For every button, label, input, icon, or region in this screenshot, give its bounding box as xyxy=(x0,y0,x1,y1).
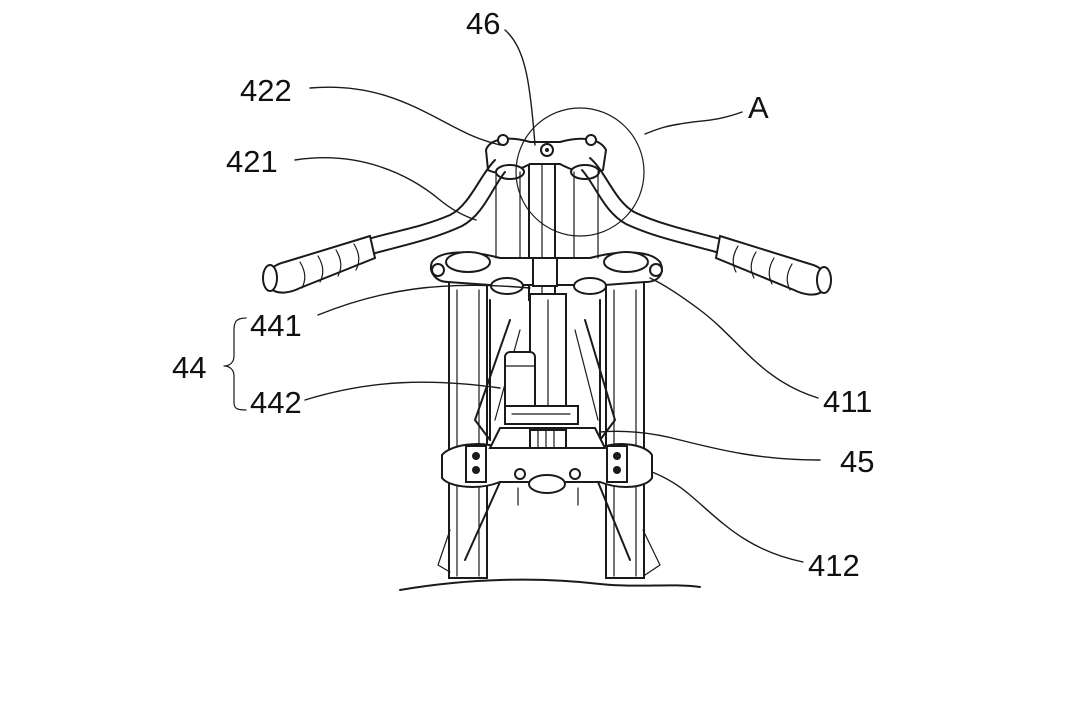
leader-441 xyxy=(317,284,531,316)
label-442: 442 xyxy=(250,385,302,420)
detail-circle-a xyxy=(515,107,645,237)
label-a: A xyxy=(748,90,769,125)
inner-struts xyxy=(474,299,616,441)
coupling-45 xyxy=(488,427,607,449)
label-412: 412 xyxy=(808,548,860,583)
lower-triple-clamp xyxy=(441,443,653,494)
leader-421 xyxy=(294,157,477,221)
left-handlebar xyxy=(262,159,506,294)
upper-triple-clamp xyxy=(430,251,663,295)
label-421: 421 xyxy=(226,144,278,179)
label-411: 411 xyxy=(823,384,872,419)
motor-442 xyxy=(504,351,579,425)
leader-442 xyxy=(304,381,501,401)
right-fork-leg xyxy=(605,279,645,579)
right-handlebar xyxy=(581,157,832,296)
leader-412 xyxy=(651,471,804,563)
label-46: 46 xyxy=(466,6,500,41)
leader-411 xyxy=(649,277,819,399)
leader-45 xyxy=(599,430,821,461)
label-441: 441 xyxy=(250,308,302,343)
lower-struts xyxy=(437,481,661,576)
brace-44 xyxy=(223,317,247,411)
leader-422 xyxy=(309,86,501,146)
leader-a xyxy=(644,111,743,135)
ground-line xyxy=(399,578,701,591)
label-44: 44 xyxy=(172,350,206,385)
leader-46 xyxy=(504,29,536,146)
label-422: 422 xyxy=(240,73,292,108)
label-45: 45 xyxy=(840,444,874,479)
